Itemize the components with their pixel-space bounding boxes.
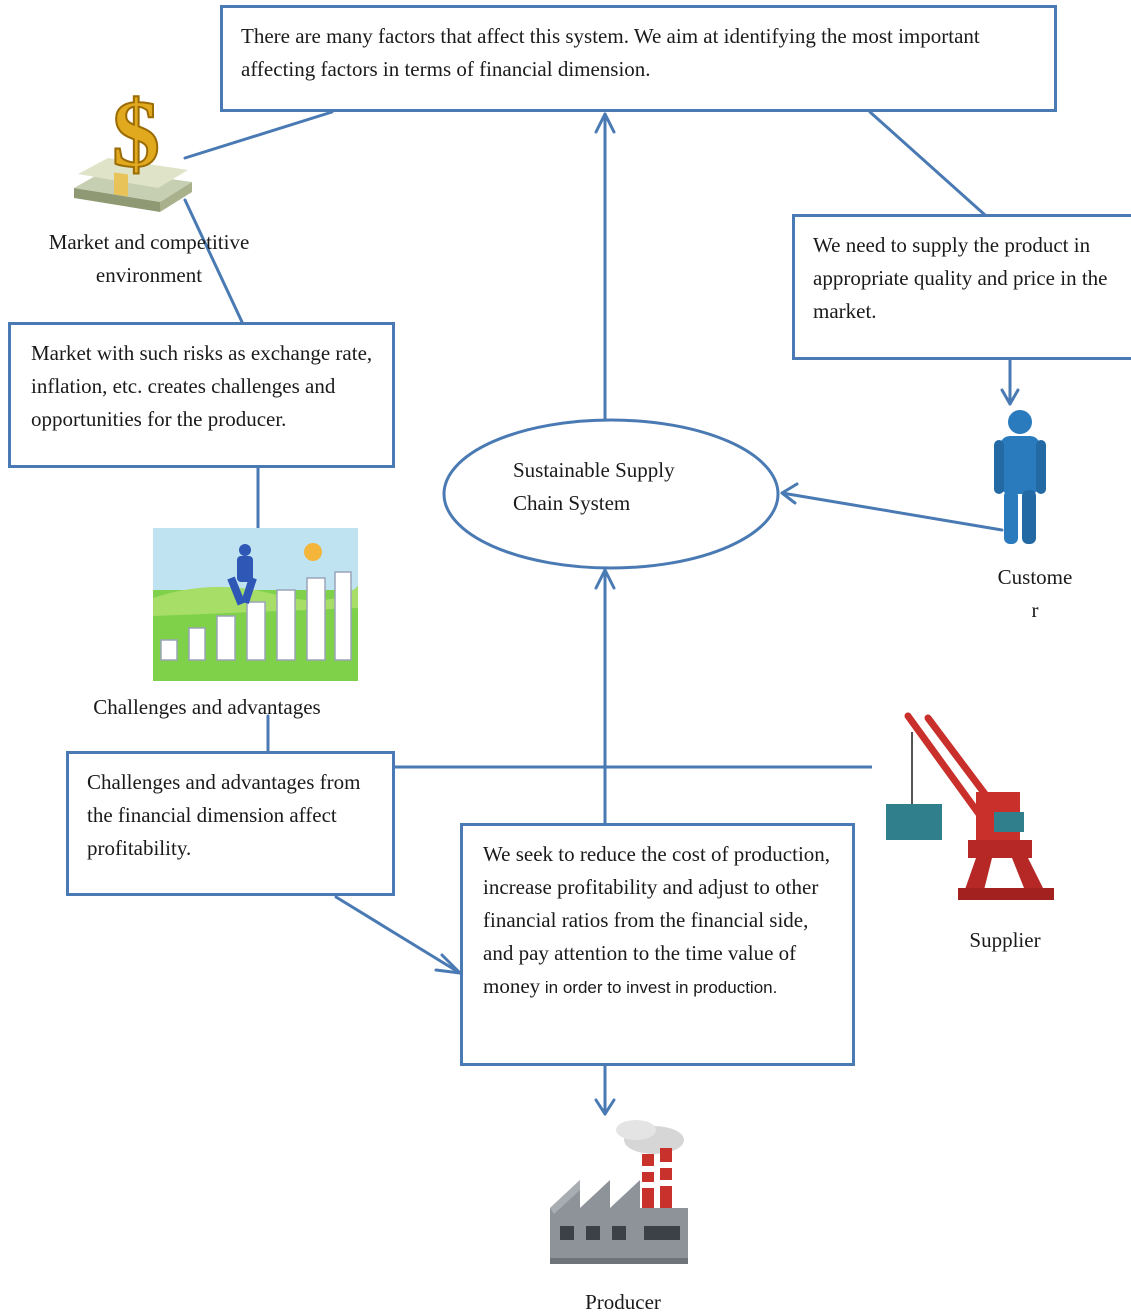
arrowhead-center-bottom xyxy=(594,568,616,590)
financial-profitability-box: Challenges and advantages from the finan… xyxy=(66,751,395,896)
challenges-label: Challenges and advantages xyxy=(93,695,321,719)
customer-label-line1: Custome xyxy=(997,565,1073,589)
connector-top-to-market xyxy=(183,110,334,160)
customer-need-box: We need to supply the product in appropr… xyxy=(792,214,1131,360)
connector-customer-to-center xyxy=(780,491,1004,532)
arrowhead-top xyxy=(594,112,616,134)
crane-icon xyxy=(872,712,1056,908)
financial-profitability-text: Challenges and advantages from the finan… xyxy=(87,770,361,860)
svg-text:$: $ xyxy=(112,80,160,187)
top-factors-box: There are many factors that affect this … xyxy=(220,5,1057,112)
producer-goal-box: We seek to reduce the cost of production… xyxy=(460,823,855,1066)
center-label-line2: Chain System xyxy=(513,491,631,515)
arrowhead-producer xyxy=(594,1098,616,1116)
growth-chart-icon xyxy=(153,528,358,681)
center-ellipse xyxy=(442,418,780,570)
connector-top-to-customer-box xyxy=(868,110,987,217)
arrowhead-center-right xyxy=(780,482,799,505)
market-risk-text: Market with such risks as exchange rate,… xyxy=(31,341,373,431)
connector-finance-to-goal xyxy=(334,895,462,975)
producer-goal-text: We seek to reduce the cost of production… xyxy=(483,842,831,998)
center-label-line1: Sustainable Supply xyxy=(513,458,675,482)
customer-label-line2: r xyxy=(1031,598,1039,622)
connector-market-to-risk-box xyxy=(183,198,244,324)
center-label: Sustainable Supply Chain System xyxy=(513,454,675,520)
producer-label: Producer xyxy=(585,1290,661,1314)
supplier-label: Supplier xyxy=(969,928,1041,952)
top-factors-text: There are many factors that affect this … xyxy=(241,24,980,81)
market-label-line2: environment xyxy=(95,263,203,287)
person-icon xyxy=(994,410,1046,544)
market-label: Market and competitive environment xyxy=(30,226,268,292)
arrowhead-person xyxy=(1000,388,1020,406)
money-icon: $ xyxy=(74,79,192,212)
factory-icon xyxy=(550,1120,688,1264)
market-risk-box: Market with such risks as exchange rate,… xyxy=(8,322,395,468)
producer-goal-tail: in order to invest in production. xyxy=(540,978,778,997)
customer-need-text: We need to supply the product in appropr… xyxy=(813,233,1108,323)
market-label-line1: Market and competitive xyxy=(48,230,250,254)
customer-label: Custome r xyxy=(985,561,1085,627)
